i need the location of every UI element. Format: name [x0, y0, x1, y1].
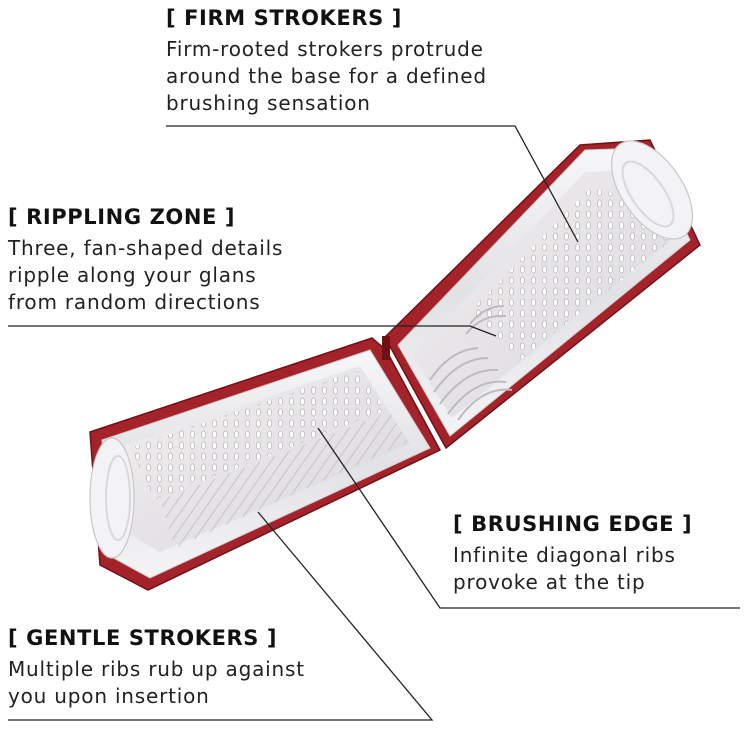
callout-text: brushing sensation: [166, 91, 371, 115]
callout-title: [ BRUSHING EDGE ]: [453, 512, 693, 536]
callout-gentle-strokers: [ GENTLE STROKERS ] Multiple ribs rub up…: [8, 624, 305, 710]
firm-strokers-nubs: [470, 188, 672, 360]
leader-gentle-strokers: [8, 511, 434, 721]
upper-sleeve-cap: [610, 140, 694, 240]
callout-text: you upon insertion: [8, 684, 210, 708]
gentle-strokers-nubs: [130, 370, 386, 500]
callout-text: provoke at the tip: [453, 570, 646, 594]
lower-case-half: [89, 337, 442, 591]
callout-title: [ RIPPLING ZONE ]: [8, 205, 236, 229]
lower-sleeve-cap-ring: [105, 455, 131, 541]
leader-firm-strokers: [166, 125, 579, 243]
callout-text: from random directions: [8, 290, 261, 314]
callout-brushing-edge: [ BRUSHING EDGE ] Infinite diagonal ribs…: [453, 510, 692, 596]
brushing-edge-ribs: [160, 412, 408, 548]
leader-lines: [8, 125, 740, 721]
callout-text: around the base for a defined: [166, 64, 487, 88]
leader-rippling-zone: [8, 325, 497, 337]
callout-text: Firm-rooted strokers protrude: [166, 37, 484, 61]
callout-firm-strokers: [ FIRM STROKERS ] Firm-rooted strokers p…: [166, 4, 487, 117]
upper-sleeve-cap-ring: [621, 160, 675, 228]
callout-text: Three, fan-shaped details: [8, 236, 284, 260]
rippling-zone-fans: [429, 305, 513, 421]
callout-title: [ FIRM STROKERS ]: [166, 6, 402, 30]
callout-text: Multiple ribs rub up against: [8, 657, 305, 681]
callout-title: [ GENTLE STROKERS ]: [8, 626, 278, 650]
callout-text: Infinite diagonal ribs: [453, 543, 676, 567]
leader-brushing-edge: [317, 427, 740, 609]
lower-sleeve-cap: [89, 437, 135, 559]
callout-rippling-zone: [ RIPPLING ZONE ] Three, fan-shaped deta…: [8, 203, 283, 316]
upper-case-half: [383, 139, 701, 450]
hinge: [382, 336, 390, 360]
callout-text: ripple along your glans: [8, 263, 257, 287]
